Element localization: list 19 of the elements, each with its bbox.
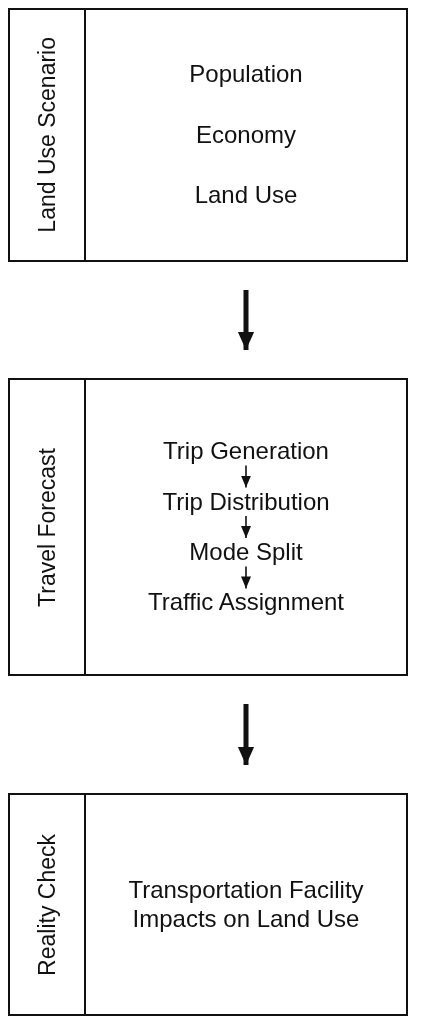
section-label: Reality Check	[33, 833, 61, 976]
arrow	[237, 290, 255, 350]
item-text: Economy	[195, 120, 296, 150]
step-label: Trip Distribution	[162, 488, 330, 515]
arrow	[241, 464, 251, 489]
arrow	[241, 565, 251, 590]
section-box	[8, 8, 408, 262]
section-box	[8, 793, 408, 1016]
section-label: Land Use Scenario	[33, 37, 61, 233]
section-box	[8, 378, 408, 676]
item-text: Land Use	[194, 181, 298, 211]
item-text: Population	[189, 59, 303, 89]
step-label: Trip Generation	[163, 438, 329, 465]
step-label: Traffic Assignment	[147, 589, 345, 616]
arrow	[241, 515, 251, 539]
item-text: Transportation Facility Impacts on Land Use	[127, 875, 365, 934]
step-label: Mode Split	[189, 539, 303, 566]
section-label: Travel Forecast	[33, 447, 61, 607]
arrow	[237, 704, 255, 765]
